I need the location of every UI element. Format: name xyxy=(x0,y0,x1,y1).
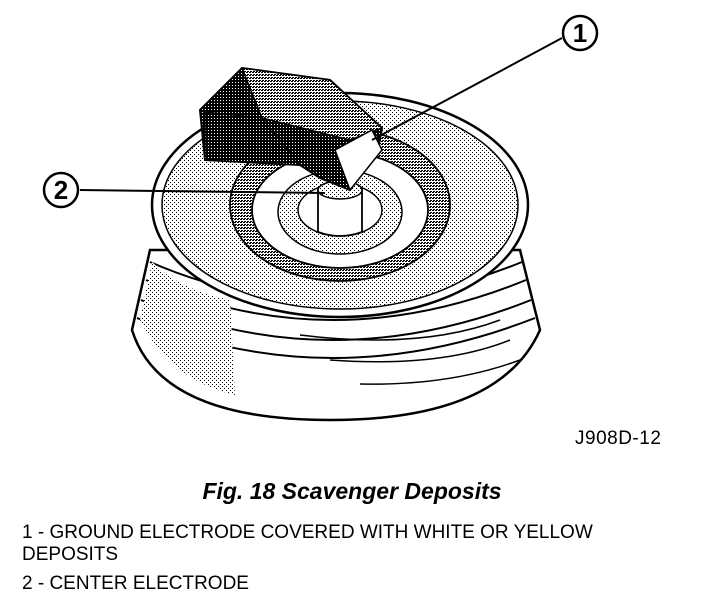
center-electrode xyxy=(317,180,363,237)
ground-electrode xyxy=(198,66,384,192)
figure-caption: Fig. 18 Scavenger Deposits xyxy=(202,478,502,504)
leader-line-1 xyxy=(371,37,563,141)
legend: 1 - GROUND ELECTRODE COVERED WITH WHITE … xyxy=(22,522,662,602)
leader-line-2 xyxy=(79,189,326,194)
callout-1-number: 1 xyxy=(573,18,587,48)
legend-item-1: 1 - GROUND ELECTRODE COVERED WITH WHITE … xyxy=(22,522,593,565)
spark-plug-illustration: 1 2 xyxy=(42,14,599,422)
callout-2: 2 xyxy=(42,171,80,209)
callout-2-number: 2 xyxy=(54,175,68,205)
legend-item-2: 2 - CENTER ELECTRODE xyxy=(22,573,249,594)
callout-1: 1 xyxy=(561,14,599,52)
figure-reference-code: J908D-12 xyxy=(575,428,662,449)
